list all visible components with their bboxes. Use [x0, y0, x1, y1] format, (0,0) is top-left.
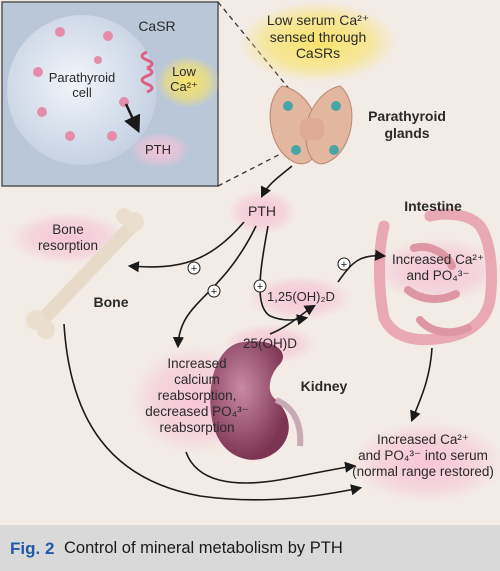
arrow-glands-to-pth — [260, 165, 293, 199]
intestine-illustration — [374, 208, 498, 346]
cell-granules — [33, 27, 129, 141]
arrows — [63, 165, 433, 501]
intestine-effect-glow — [374, 238, 500, 302]
caption-bar: Fig. 2 Control of mineral metabolism by … — [0, 525, 500, 571]
parathyroid-cell — [7, 15, 157, 165]
glands-label: Parathyroid glands — [368, 108, 446, 141]
arrow-intestine-to-serum — [410, 347, 433, 423]
vitd-active: 1,25(OH)₂D — [267, 289, 335, 304]
arrow-precursor-to-active — [269, 304, 316, 335]
inset-pth-label: PTH — [145, 142, 171, 157]
top-note-glow — [240, 2, 396, 82]
pth-glow — [130, 132, 190, 168]
low-calcium-glow — [156, 56, 220, 108]
arrow-bone-to-serum — [63, 323, 363, 501]
arrow-kidney-to-serum — [185, 451, 357, 484]
arrow-vitd-to-intestine — [337, 249, 387, 283]
vitd-precursor: 25(OH)D — [242, 336, 297, 351]
receptor-label: CaSR — [138, 18, 176, 34]
diagram-canvas: + + + + — [0, 0, 500, 525]
plus-sign: + — [191, 263, 197, 275]
bone-resorption-label: Bone resorption — [37, 222, 99, 253]
zoom-line-bottom — [217, 147, 293, 187]
vitd-active-glow — [248, 276, 352, 320]
pth-center-label: PTH — [248, 203, 276, 219]
plus-sign: + — [211, 286, 217, 298]
caption-text: Control of mineral metabolism by PTH — [64, 539, 343, 557]
pth-release-arrow — [124, 103, 141, 134]
pth-center-glow — [228, 190, 296, 234]
kidney-label: Kidney — [300, 378, 348, 394]
cell-label: Parathyroid cell — [48, 70, 116, 101]
intestine-effect: Increased Ca²⁺ and PO₄³⁻ — [392, 252, 484, 283]
bone-label: Bone — [93, 294, 129, 310]
casr-receptor-icon — [140, 50, 154, 94]
top-note: Low serum Ca²⁺ sensed through CaSRs — [266, 12, 370, 62]
plus-sign: + — [341, 259, 347, 271]
kidney-illustration — [210, 341, 304, 460]
caption-number: Fig. 2 — [10, 539, 55, 558]
zoom-line-top — [217, 1, 296, 97]
plus-markers: + + + + — [187, 257, 351, 298]
bone-illustration — [26, 208, 144, 339]
plus-sign: + — [257, 281, 263, 293]
low-calcium-label: Low Ca²⁺ — [170, 64, 198, 95]
kidney-effect: Increased calcium reabsorption, decrease… — [145, 356, 249, 435]
arrow-pth-to-bone — [127, 221, 245, 273]
inset-panel — [1, 1, 220, 187]
parathyroid-glands-illustration — [269, 85, 353, 165]
bone-resorption-glow — [10, 212, 126, 264]
arrow-pth-to-kidney — [172, 225, 257, 349]
intestine-label: Intestine — [404, 198, 462, 214]
serum-effect: Increased Ca²⁺ and PO₄³⁻ into serum (nor… — [352, 432, 494, 479]
serum-effect-glow — [352, 422, 500, 502]
